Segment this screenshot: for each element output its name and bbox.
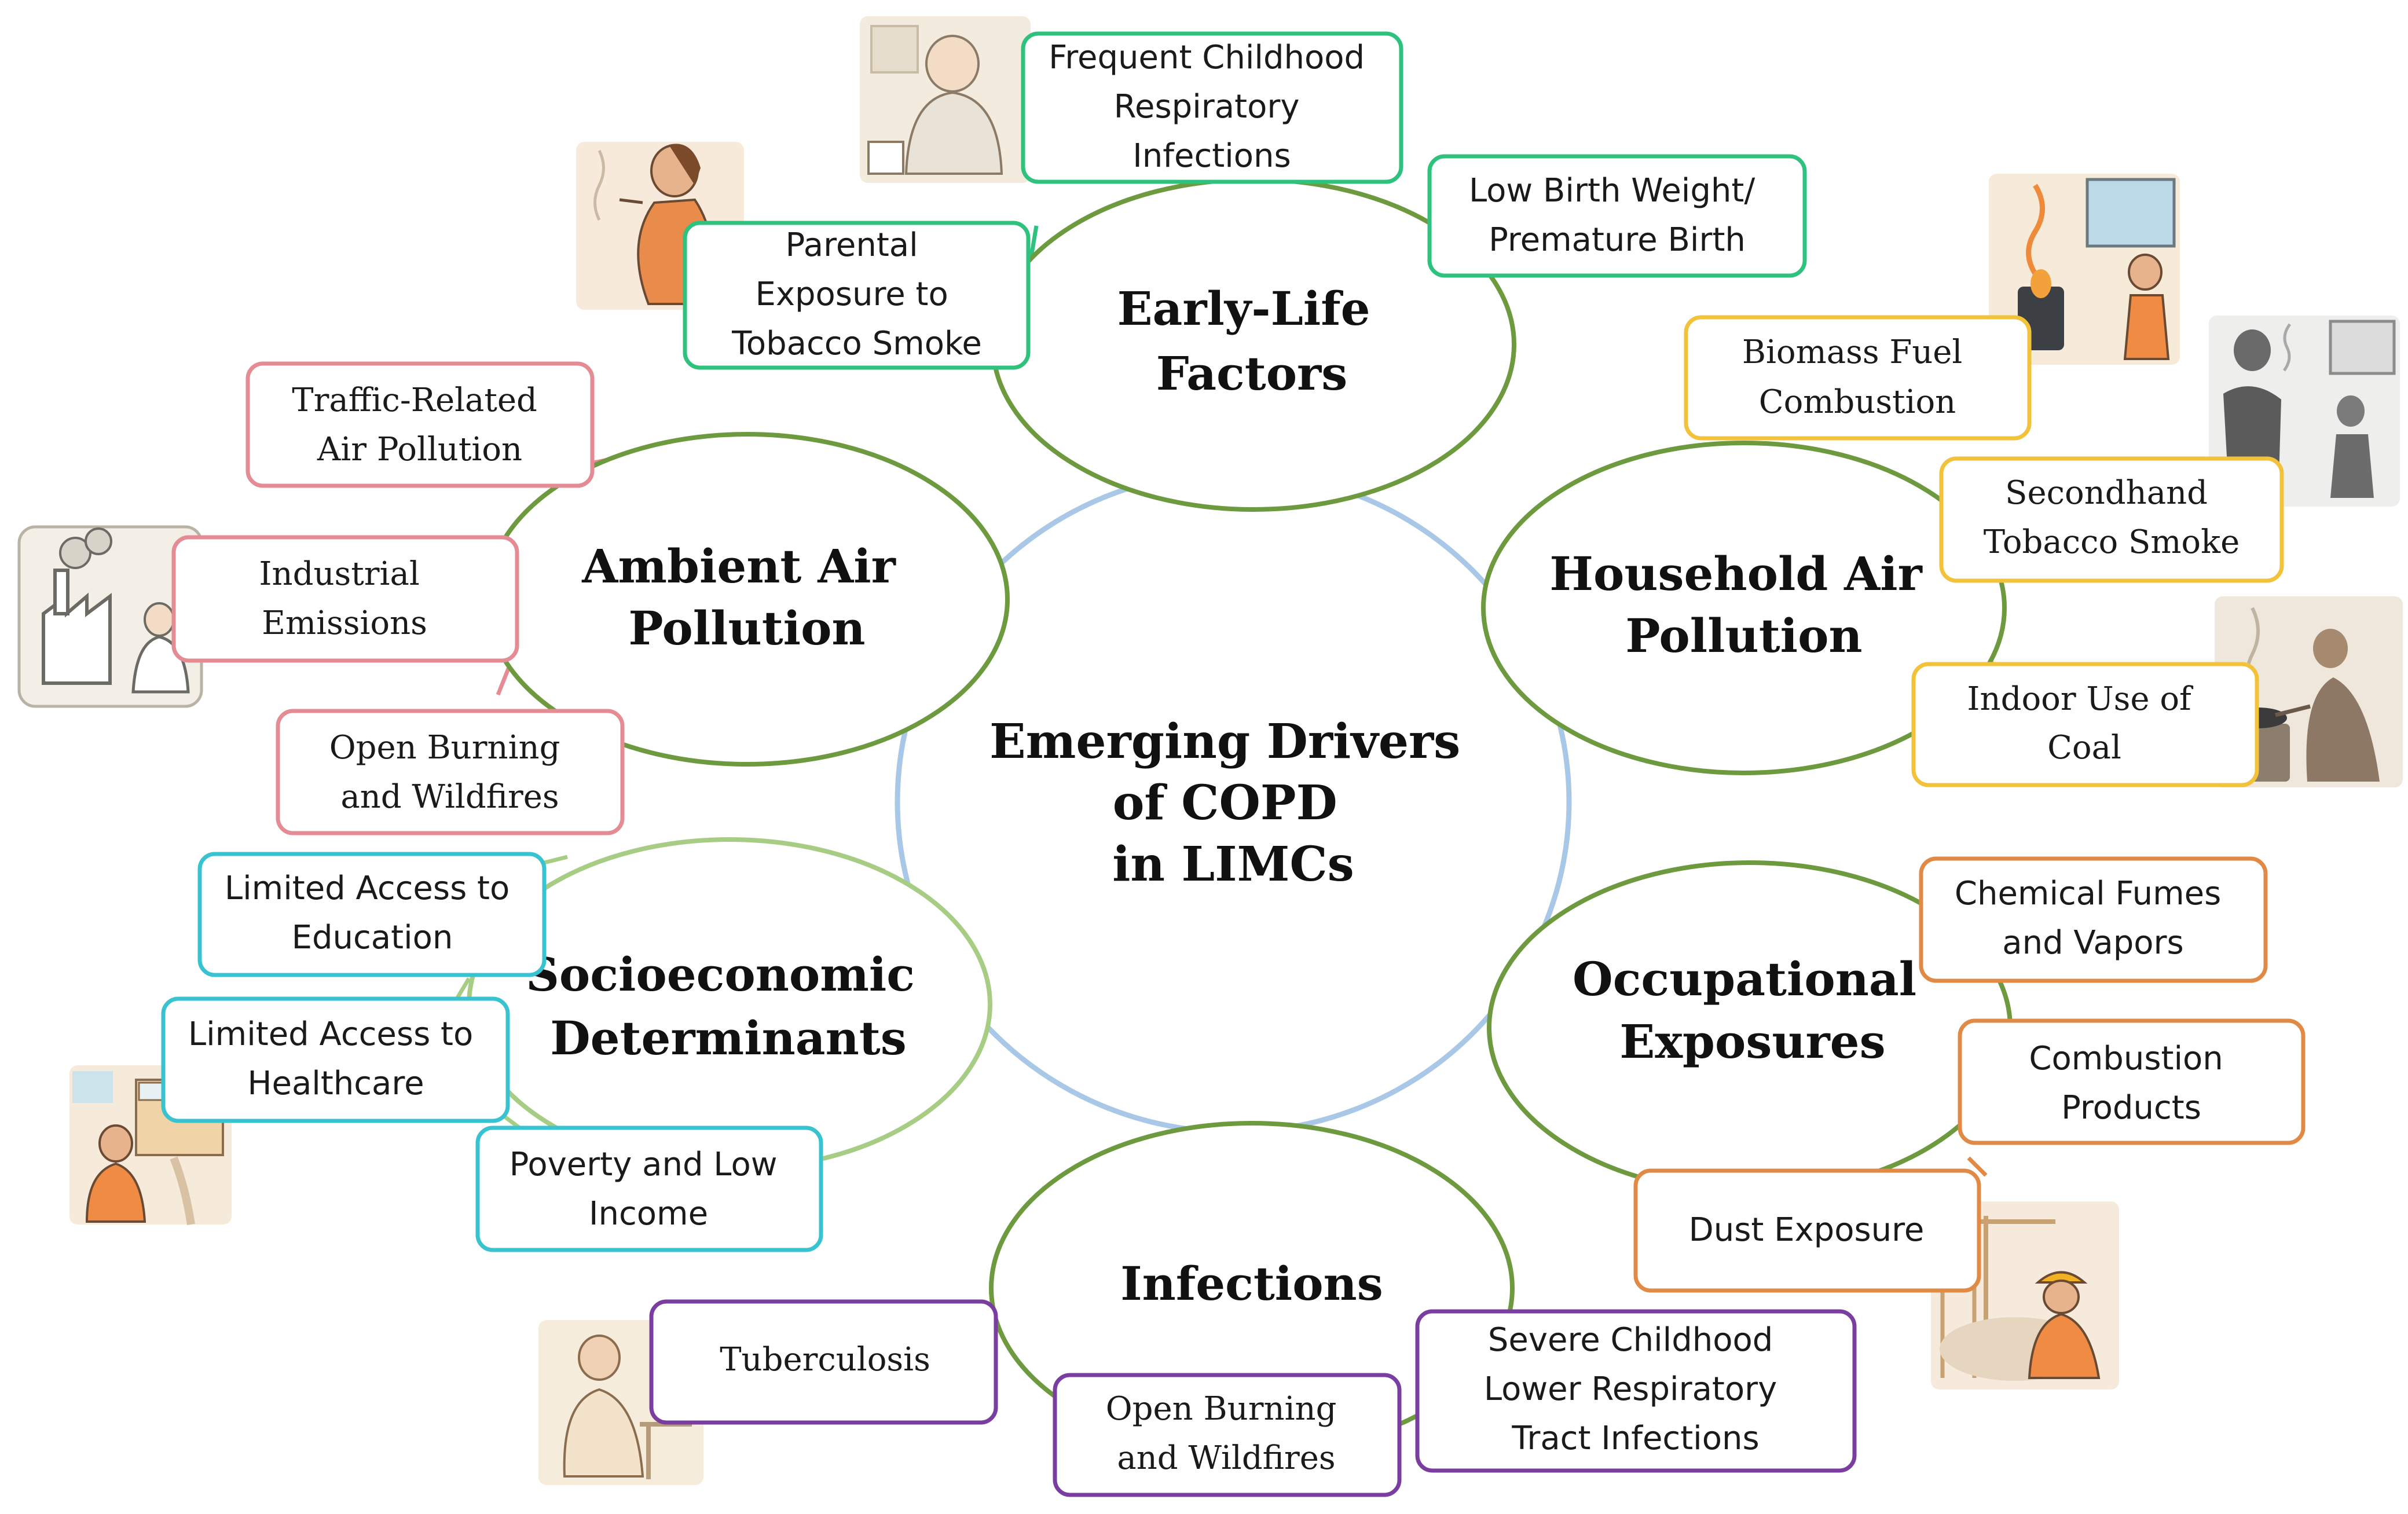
category-title-infections: Infections [1120,1256,1383,1311]
box-chemical-fumes [1919,856,2268,983]
box-parental-tobacco [683,221,1031,370]
box-open-burning-ambient-text: Open Burning and Wildfires [329,729,570,816]
box-dust-exposure-text: Dust Exposure [1689,1211,1925,1249]
box-childhood-infections [1021,31,1403,184]
box-biomass-fuel [1684,315,2032,441]
box-open-burning-ambient [276,709,625,835]
category-title-socioeconomic: Socioeconomic Determinants [526,947,931,1065]
box-industrial-emissions [171,535,519,663]
box-biomass-fuel-text: Biomass Fuel Combustion [1742,333,1973,421]
box-traffic-pollution-text: Traffic-Related Air Pollution [292,382,547,468]
stove-child-icon [1989,174,2180,365]
box-industrial-emissions-text: Industrial Emissions [259,555,430,642]
box-low-birth-weight [1427,154,1807,278]
box-combustion-products [1958,1018,2306,1145]
center-title-line-1: Emerging Drivers [989,714,1460,769]
box-open-burning-infections-text: Open Burning and Wildfires [1106,1390,1347,1477]
center-title-line-2: of COPD [1113,775,1337,831]
box-severe-lrti [1415,1309,1857,1473]
box-healthcare-access-text: Limited Access to Healthcare [188,1016,483,1102]
box-combustion-products-text: Combustion Products [2029,1040,2233,1127]
box-traffic-pollution [245,361,595,488]
category-title-occupational: Occupational Exposures [1573,952,1933,1069]
box-poverty-text: Poverty and Low Income [510,1146,788,1233]
sick-child-icon [860,16,1031,183]
category-title-ambient: Ambient Air Pollution [581,539,911,655]
box-indoor-coal [1911,662,2259,787]
box-indoor-coal-text: Indoor Use of Coal [1967,680,2201,767]
connector [496,665,512,696]
box-education-access-text: Limited Access to Education [225,870,520,956]
box-parental-tobacco-text: Parental Exposure to Tobacco Smoke [731,226,982,362]
connector [544,855,568,865]
box-chemical-fumes-text: Chemical Fumes and Vapors [1955,875,2231,962]
category-circle-household [1481,441,2007,775]
center-title: Emerging Drivers of COPD in LIMCs [989,714,1477,892]
category-title-household: Household Air Pollution [1549,547,1938,663]
box-tuberculosis [649,1299,998,1425]
box-healthcare-access [161,996,510,1123]
box-severe-lrti-text: Severe Childhood Lower Respiratory Tract… [1484,1321,1787,1457]
center-title-line-3: in LIMCs [1112,837,1354,892]
box-childhood-infections-text: Frequent Childhood Respiratory Infection… [1049,39,1375,175]
box-open-burning-infections [1053,1373,1402,1497]
construction-worker-icon [1931,1201,2119,1390]
box-dust-exposure [1633,1168,1981,1293]
connector [1967,1156,1988,1177]
box-secondhand-smoke-text: Secondhand Tobacco Smoke [1984,474,2240,561]
box-education-access [197,852,547,977]
box-low-birth-weight-text: Low Birth Weight/ Premature Birth [1469,172,1765,259]
box-secondhand-smoke [1939,456,2284,583]
box-tuberculosis-text: Tuberculosis [720,1341,930,1379]
factory-child-icon [17,525,203,708]
box-poverty [475,1126,823,1252]
category-circle-socioeconomic [467,837,992,1172]
category-title-early-life: Early-Life Factors [1117,281,1387,401]
